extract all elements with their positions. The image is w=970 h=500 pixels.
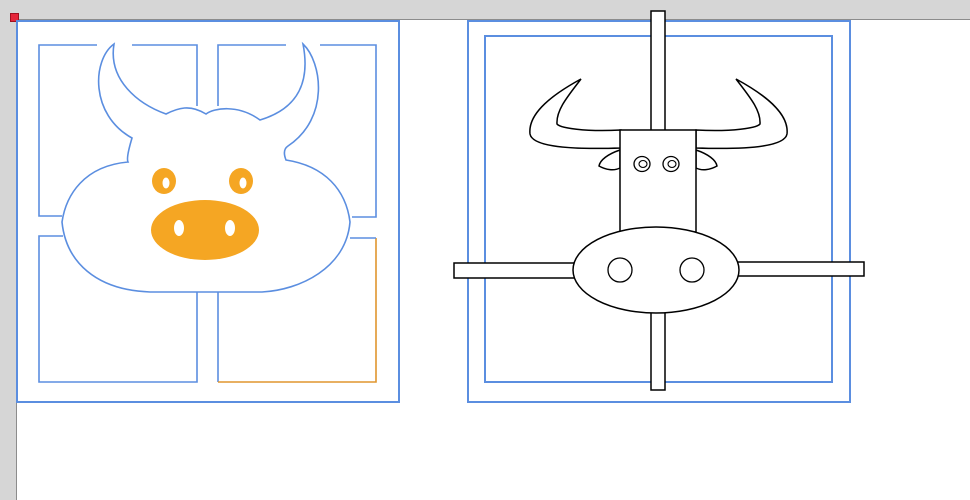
page-edge-top [16, 19, 970, 20]
horizontal-bar-right[interactable] [734, 261, 865, 277]
bull-eyes[interactable] [152, 168, 253, 194]
quadrant-bottom-left[interactable] [38, 235, 198, 383]
outline-left-pupil [638, 159, 648, 169]
vertical-bar-top[interactable] [650, 10, 666, 132]
origin-anchor-icon[interactable] [10, 13, 19, 22]
left-horn[interactable] [529, 78, 622, 150]
right-ear[interactable] [695, 148, 718, 171]
outline-right-nostril [679, 257, 705, 283]
snout[interactable] [151, 200, 259, 260]
quadrant-top-left[interactable] [38, 44, 97, 217]
top-ruler [0, 0, 970, 19]
outline-snout[interactable] [572, 226, 740, 314]
right-eye-highlight [239, 177, 247, 189]
right-horn[interactable] [695, 78, 788, 150]
vertical-bar-bottom[interactable] [650, 309, 666, 391]
artboard-bull-outline[interactable] [453, 10, 865, 403]
quadrant-bottom-right-selected[interactable] [218, 238, 377, 383]
horizontal-bar-left[interactable] [453, 262, 580, 279]
outline-right-pupil [667, 159, 677, 169]
artboard-frame[interactable] [16, 20, 400, 403]
quadrant-top-right[interactable] [217, 44, 286, 106]
quadrant-top-right-outer[interactable] [320, 44, 377, 218]
left-nostril [174, 220, 184, 236]
outline-left-nostril [607, 257, 633, 283]
right-nostril [225, 220, 235, 236]
left-ruler [0, 0, 16, 500]
head-column[interactable] [619, 129, 697, 233]
left-eye-highlight [162, 177, 170, 189]
outline-snout-group[interactable] [572, 226, 740, 314]
outline-eyes[interactable] [633, 155, 680, 173]
bull-snout[interactable] [151, 200, 259, 260]
artboard-bull-flat[interactable] [16, 20, 400, 403]
left-ear[interactable] [598, 148, 621, 171]
quadrant-top-left-inner[interactable] [132, 44, 198, 106]
bull-face-outline-shape[interactable] [61, 41, 351, 293]
